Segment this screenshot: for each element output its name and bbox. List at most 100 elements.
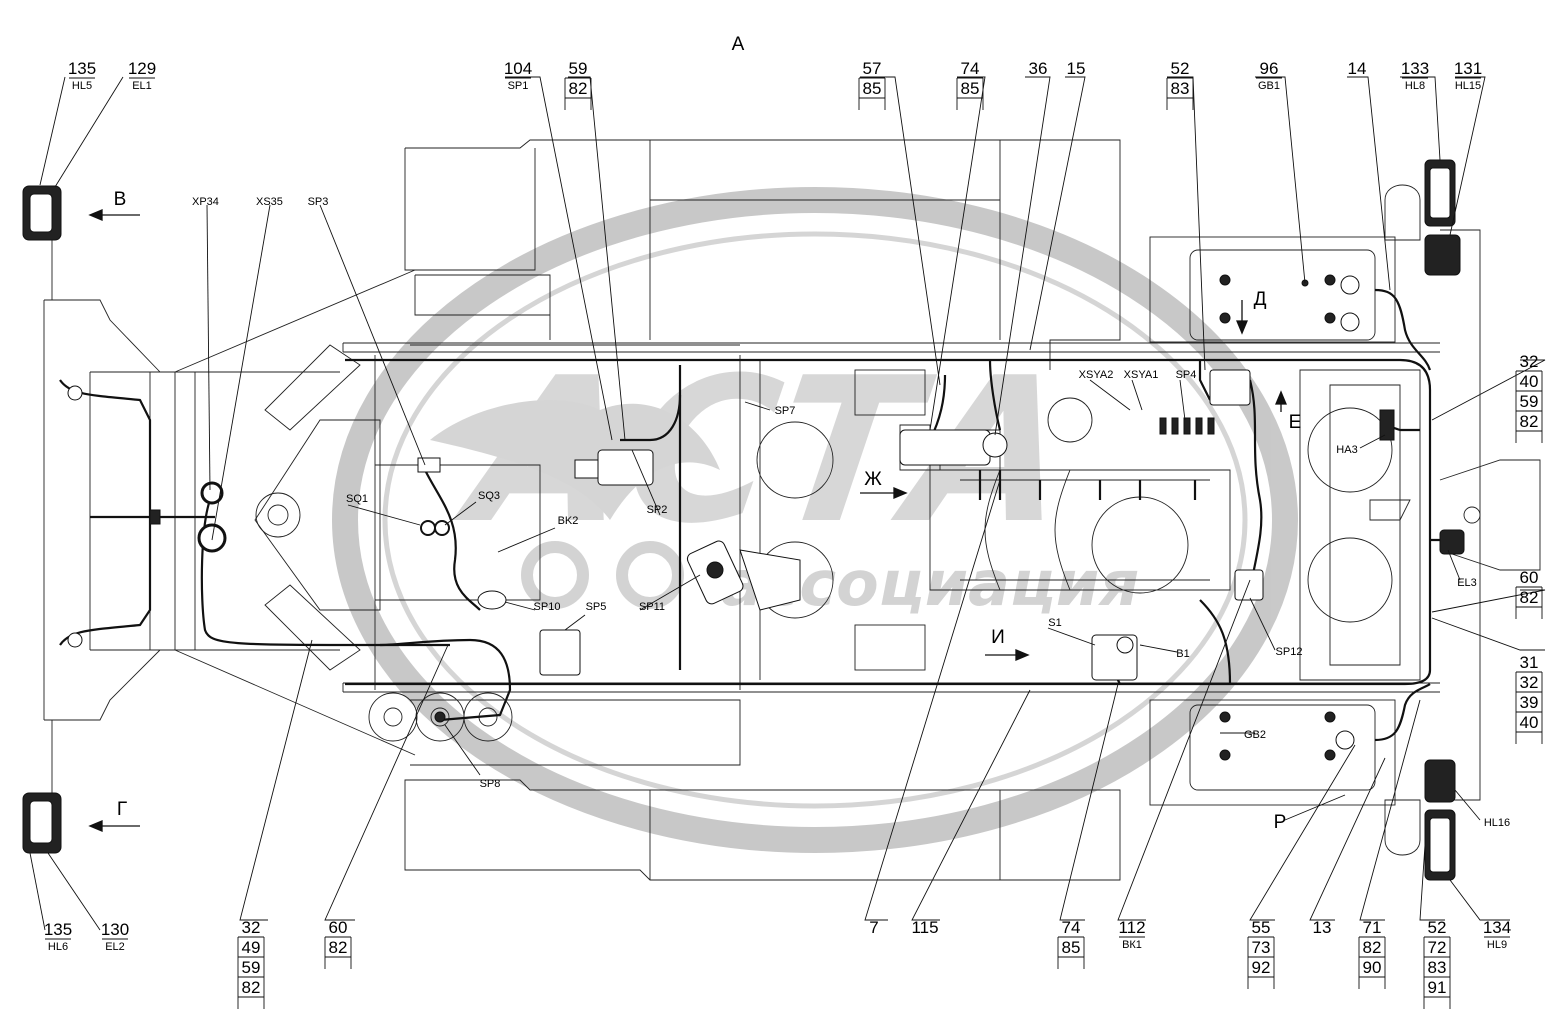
arrow-r-label: Р	[1274, 812, 1287, 833]
callout-c13: 13	[1313, 918, 1332, 937]
callout-number: 74	[961, 59, 980, 78]
arrow-zh-label: Ж	[864, 469, 882, 490]
callout-number: 104	[504, 59, 532, 78]
label-hl16: HL16	[1484, 817, 1510, 829]
callout-c15: 15	[1067, 59, 1086, 78]
callout-number: 71	[1363, 918, 1382, 937]
callout-number: 73	[1252, 938, 1271, 957]
label-sp10: SP10	[534, 601, 561, 613]
callout-number: 52	[1428, 918, 1447, 937]
label-s1: S1	[1048, 617, 1061, 629]
label-gb2: GB2	[1244, 729, 1266, 741]
callout-number: 115	[911, 918, 938, 937]
leader-lines	[29, 76, 1546, 931]
callout-number: 55	[1252, 918, 1271, 937]
label-xs35: XS35	[256, 196, 283, 208]
label-sp2: SP2	[647, 504, 668, 516]
callout-c14: 14	[1348, 59, 1367, 78]
callout-number: 129	[128, 59, 156, 78]
callout-number: 32	[242, 918, 261, 937]
label-sp7: SP7	[775, 405, 796, 417]
callout-number: 91	[1428, 978, 1447, 997]
callout-frame	[564, 78, 592, 110]
components	[22, 159, 1465, 881]
callout-designation: HL6	[48, 941, 68, 953]
callout-number: 52	[1171, 59, 1190, 78]
label-sp8: SP8	[480, 778, 501, 790]
callout-number: 96	[1260, 59, 1279, 78]
callout-number: 7	[869, 918, 878, 937]
label-sp4: SP4	[1176, 369, 1197, 381]
callout-frame	[1166, 78, 1194, 110]
callout-number: 74	[1062, 918, 1081, 937]
callout-number: 85	[1062, 938, 1081, 957]
callout-number: 130	[101, 920, 129, 939]
callout-designation: HL15	[1455, 80, 1481, 92]
callout-number: 72	[1428, 938, 1447, 957]
callout-number: 92	[1252, 958, 1271, 977]
callout-number: 82	[569, 79, 588, 98]
label-sp3: SP3	[308, 196, 329, 208]
callout-designation: HL8	[1405, 80, 1425, 92]
callout-number: 82	[242, 978, 261, 997]
callout-number: 83	[1171, 79, 1190, 98]
watermark: АСТА ассоциация	[332, 187, 1298, 853]
callout-frame	[237, 937, 265, 1009]
arrow-e-label: Е	[1289, 412, 1302, 433]
callout-number: 135	[68, 59, 96, 78]
arrow-g-label: Г	[117, 799, 127, 820]
callout-number: 14	[1348, 59, 1367, 78]
callout-frame	[1515, 672, 1543, 744]
label-xsya2: XSYA2	[1079, 369, 1114, 381]
label-xsya1: XSYA1	[1124, 369, 1159, 381]
callout-number: 82	[1520, 412, 1539, 431]
label-sp12: SP12	[1276, 646, 1303, 658]
arrow-i-label: И	[991, 627, 1005, 648]
callout-number: 31	[1520, 653, 1539, 672]
gear-icon	[521, 541, 684, 609]
callout-number: 40	[1520, 372, 1539, 391]
arrow-d-label: Д	[1254, 289, 1267, 310]
label-ha3: НА3	[1336, 444, 1357, 456]
callout-c115: 115	[911, 918, 938, 937]
callout-frame	[1057, 937, 1085, 969]
callout-number: 60	[1520, 568, 1539, 587]
callout-number: 133	[1401, 59, 1429, 78]
callout-number: 59	[1520, 392, 1539, 411]
callout-designation: GB1	[1258, 80, 1280, 92]
callout-number: 82	[329, 938, 348, 957]
callout-number: 82	[1363, 938, 1382, 957]
callout-number: 59	[569, 59, 588, 78]
label-sq3: SQ3	[478, 490, 500, 502]
callout-designation: EL2	[105, 941, 125, 953]
callout-number: 39	[1520, 693, 1539, 712]
callout-number: 57	[863, 59, 882, 78]
callout-number: 59	[242, 958, 261, 977]
label-xp34: ХР34	[192, 196, 219, 208]
component-labels: ХР34 XS35 SP3 SQ1 SQ3 BK2 SP2 SP7 SP10 S…	[192, 196, 1510, 829]
callout-frame	[1515, 587, 1543, 619]
callout-number: 32	[1520, 352, 1539, 371]
callout-number: 36	[1029, 59, 1048, 78]
callout-designation: SP1	[508, 80, 529, 92]
label-bk2: BK2	[558, 515, 579, 527]
